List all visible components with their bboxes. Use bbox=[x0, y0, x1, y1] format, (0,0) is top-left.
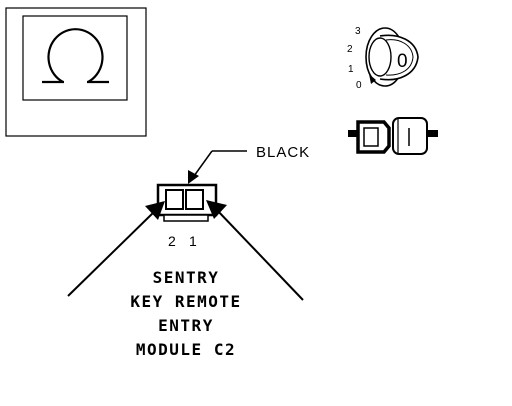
connector-color-label: BLACK bbox=[256, 144, 310, 161]
black-callout-leader bbox=[188, 150, 247, 184]
ignition-key-cylinder-icon: 3 2 1 0 0 bbox=[347, 26, 419, 91]
ignition-pos-3: 3 bbox=[355, 26, 361, 37]
omega-connector-symbol-icon bbox=[5, 7, 147, 137]
title-line-3: ENTRY bbox=[158, 316, 214, 335]
component-title: SENTRY KEY REMOTE ENTRY MODULE C2 bbox=[130, 268, 241, 359]
ignition-pos-2: 2 bbox=[347, 44, 353, 55]
title-line-4: MODULE C2 bbox=[136, 340, 236, 359]
pin-label-2: 2 bbox=[168, 233, 176, 249]
title-line-2: KEY REMOTE bbox=[130, 292, 241, 311]
ignition-pos-1: 1 bbox=[348, 64, 354, 75]
harness-connector bbox=[156, 183, 218, 222]
pin-label-1: 1 bbox=[189, 233, 197, 249]
ignition-pos-0: 0 bbox=[356, 80, 362, 91]
title-line-1: SENTRY bbox=[153, 268, 220, 287]
connector-halves-icon bbox=[348, 117, 438, 155]
pin-pointer-arrows bbox=[67, 200, 304, 301]
key-glyph: 0 bbox=[397, 51, 408, 72]
